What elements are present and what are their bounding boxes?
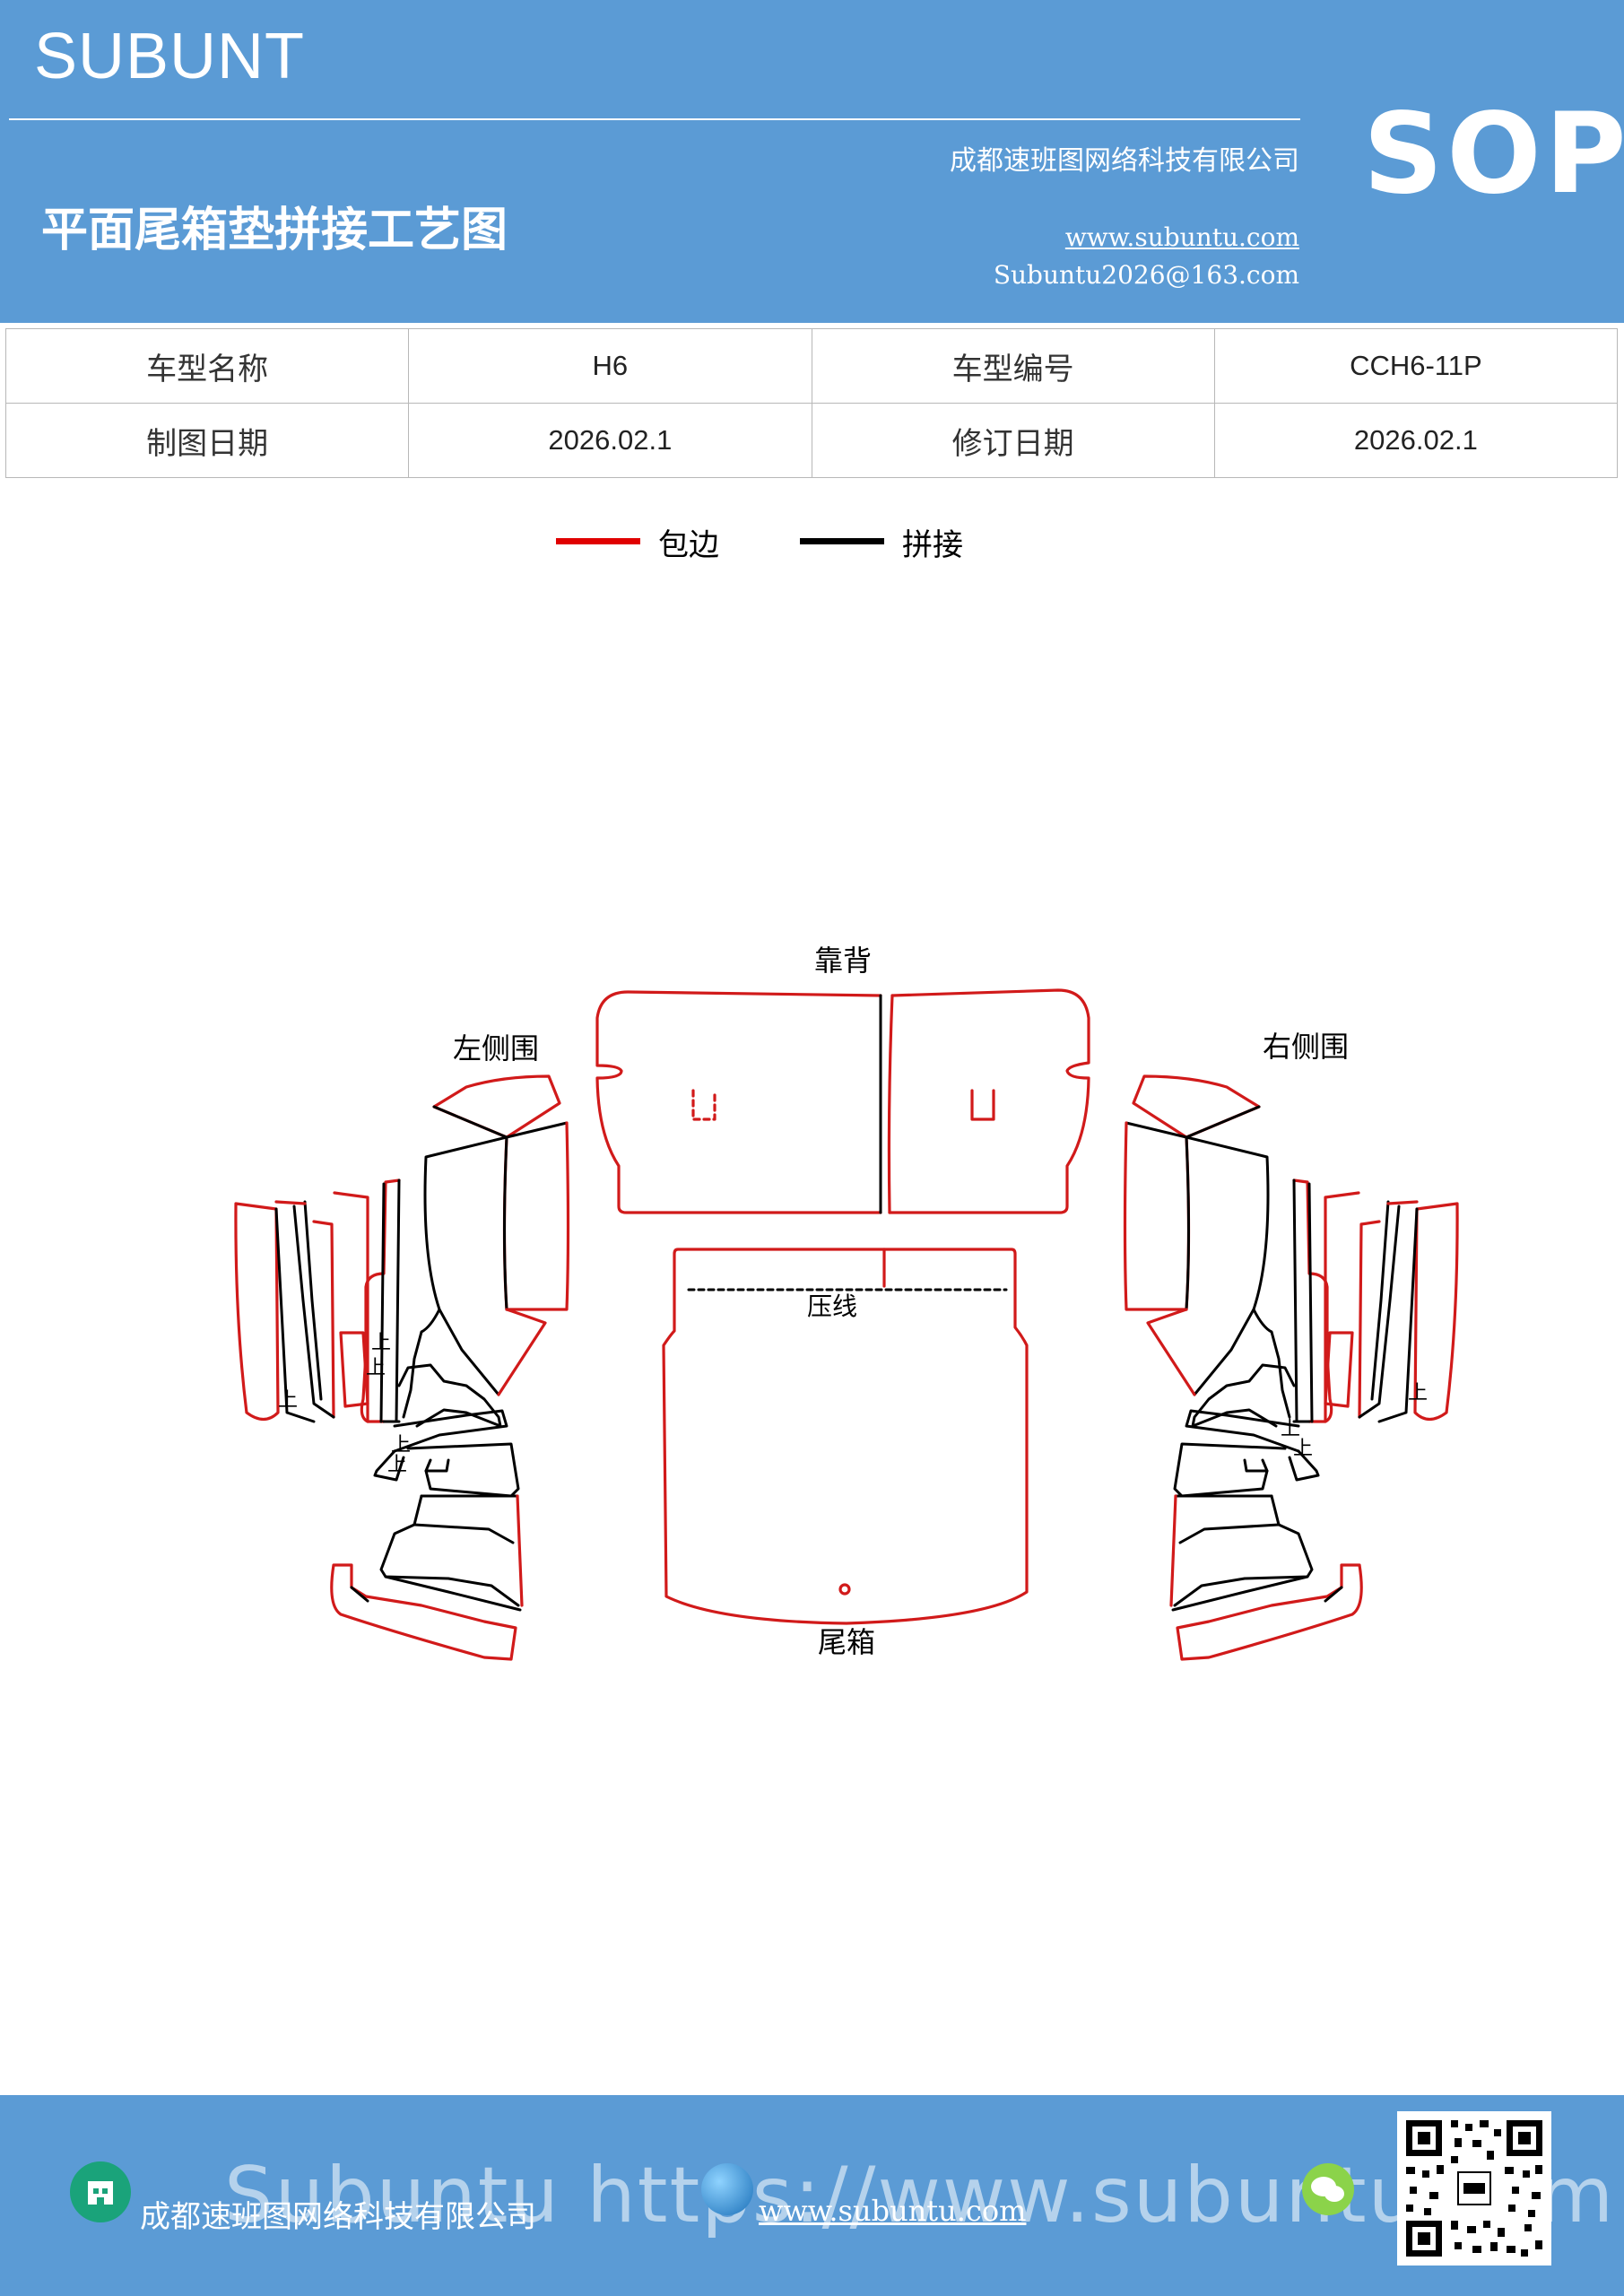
email-address[interactable]: Subuntu2026@163.com [993,260,1299,290]
legend-edge-swatch [556,538,640,544]
backrest-right-panel [887,988,1090,1214]
model-code-label: 车型编号 [811,328,1215,404]
legend-seam-label: 拼接 [902,527,963,563]
model-code-value: CCH6-11P [1213,328,1619,404]
vehicle-info-table: 车型名称 H6 车型编号 CCH6-11P 制图日期 2026.02.1 修订日… [4,328,1619,478]
up-mark: 上 [1408,1382,1428,1405]
revise-date-label: 修订日期 [811,403,1215,478]
website-link[interactable]: www.subuntu.com [1064,222,1299,252]
legend-edge-label: 包边 [658,527,719,563]
model-name-value: H6 [408,328,812,404]
backrest-left-panel [595,990,882,1214]
draw-date-label: 制图日期 [4,403,410,478]
legend-seam-swatch [800,538,884,544]
drain-hole [838,1583,851,1596]
left-side-panels [234,1074,570,1661]
company-name: 成都速班图网络科技有限公司 [950,145,1299,177]
right-side-panels [1123,1074,1459,1661]
up-mark: 上 [371,1332,391,1354]
label-left-side: 左侧围 [453,1031,539,1065]
header-banner: SUBUNT SOP 平面尾箱垫拼接工艺图 成都速班图网络科技有限公司 www.… [0,0,1624,323]
up-mark: 上 [278,1389,298,1412]
page-title: 平面尾箱垫拼接工艺图 [41,204,508,257]
up-mark: 上 [387,1454,407,1476]
up-mark: 上 [366,1357,386,1379]
qr-code-graphic [1406,2120,1542,2257]
up-mark: 上 [1281,1418,1300,1440]
trunk-floor-panel [662,1248,1029,1625]
legend: 包边 拼接 [0,520,1624,574]
label-press-line: 压线 [807,1292,857,1321]
header-divider [9,118,1300,120]
label-right-side: 右侧围 [1263,1030,1349,1064]
footer-website-link[interactable]: www.subuntu.com [759,2194,1027,2228]
footer-company-name: 成都速班图网络科技有限公司 [140,2199,536,2235]
wechat-icon[interactable] [1302,2163,1354,2215]
company-icon [70,2161,131,2222]
footer-watermark-text: Subuntu https://www.subuntu.com [224,2151,1616,2240]
qr-code[interactable] [1397,2111,1551,2266]
draw-date-value: 2026.02.1 [408,403,812,478]
up-mark: 上 [1293,1438,1313,1460]
brand-logo-text: SUBUNT [34,21,306,92]
up-mark: 上 [391,1434,411,1457]
table-row: 车型名称 H6 车型编号 CCH6-11P [4,328,1619,404]
footer-banner: Subuntu https://www.subuntu.com 成都速班图网络科… [0,2095,1624,2296]
model-name-label: 车型名称 [4,328,410,404]
label-trunk: 尾箱 [818,1625,875,1659]
table-row: 制图日期 2026.02.1 修订日期 2026.02.1 [4,403,1619,478]
revise-date-value: 2026.02.1 [1213,403,1619,478]
globe-icon [701,2163,753,2215]
sop-mark: SOP [1363,90,1624,219]
label-back: 靠背 [814,944,872,978]
